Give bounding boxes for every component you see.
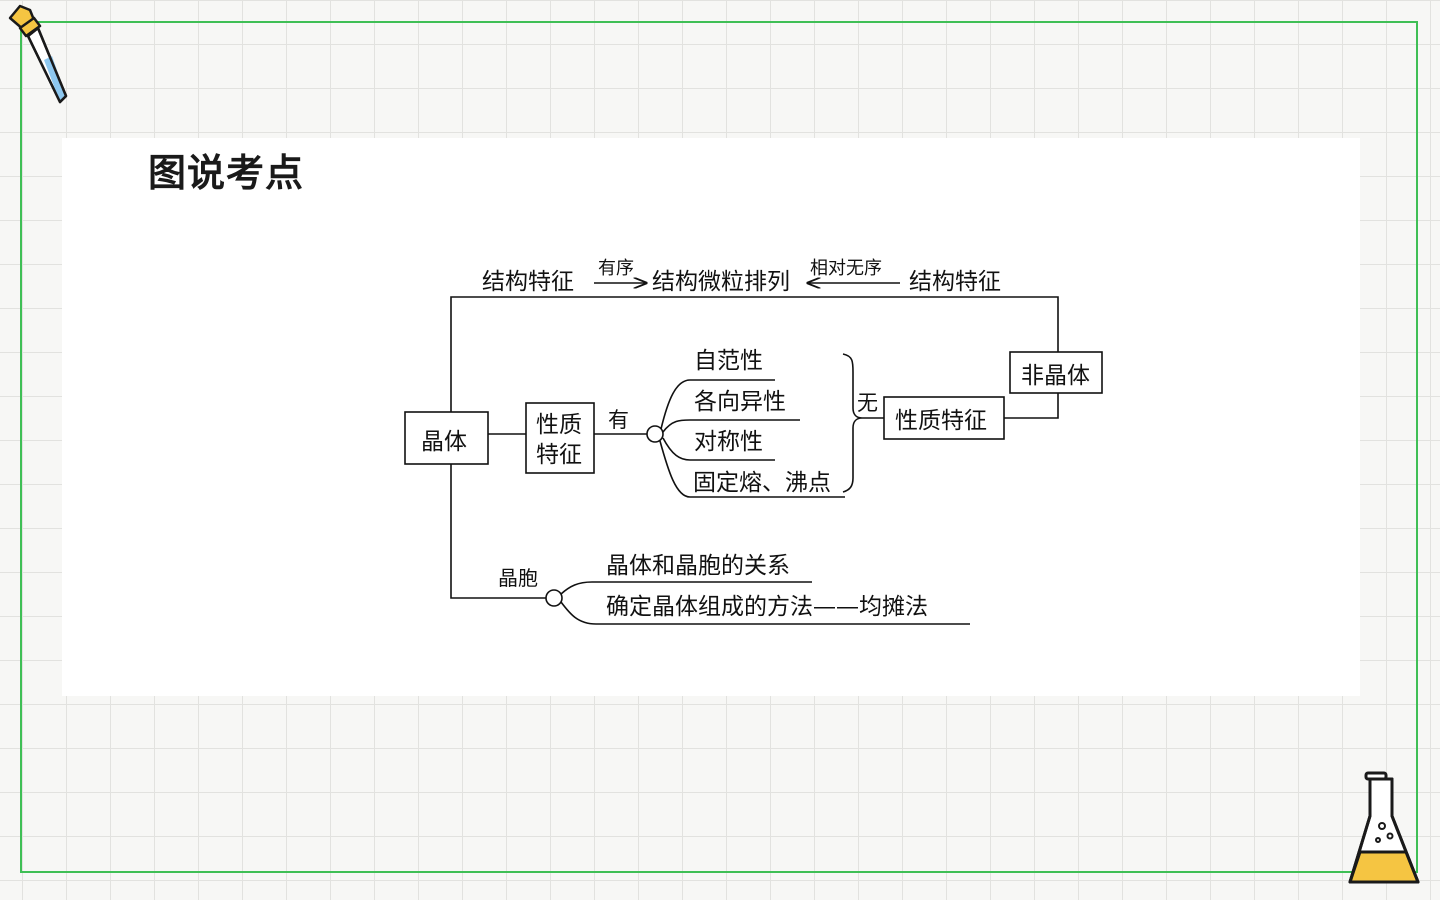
property-item-4: 固定熔、沸点	[693, 470, 831, 496]
relatively-disordered-label: 相对无序	[810, 258, 882, 279]
property-item-1: 自范性	[694, 348, 763, 374]
content-panel	[62, 138, 1360, 696]
property-hub-circle	[646, 425, 664, 443]
ordered-label: 有序	[598, 258, 634, 279]
property-box-line1: 性质	[536, 412, 582, 438]
top-right-structure-label: 结构特征	[909, 269, 1001, 295]
has-label: 有	[608, 408, 629, 432]
crystal-cell-connector	[450, 464, 546, 599]
branch-3	[662, 437, 775, 461]
properties-brace	[842, 353, 863, 493]
amorphous-property-label: 性质特征	[895, 408, 987, 434]
property-box-line2: 特征	[536, 442, 582, 468]
top-left-structure-label: 结构特征	[482, 269, 574, 295]
cell-label: 晶胞	[498, 566, 538, 590]
flask-icon	[1348, 771, 1420, 884]
amorphous-box-label: 非晶体	[1021, 363, 1090, 389]
cell-hub-circle	[545, 589, 563, 607]
branch-2	[662, 419, 800, 433]
cell-item-2: 确定晶体组成的方法——均摊法	[606, 594, 928, 620]
green-frame-border	[20, 21, 1418, 873]
cell-item-1: 晶体和晶胞的关系	[606, 553, 790, 579]
property-item-2: 各向异性	[694, 389, 786, 415]
particle-arrangement-label: 结构微粒排列	[652, 269, 790, 295]
branch-4	[659, 440, 845, 498]
property-box-frame	[525, 402, 595, 474]
property-item-3: 对称性	[694, 429, 763, 455]
cell-branch-1	[560, 581, 812, 595]
crystal-box-label: 晶体	[421, 429, 467, 455]
amorphous-box-frame	[1009, 351, 1103, 394]
page-title: 图说考点	[148, 151, 305, 195]
crystal-box-frame	[404, 411, 489, 465]
branch-1	[660, 379, 775, 430]
dropper-icon	[8, 4, 68, 104]
amorphous-connector	[1004, 393, 1059, 419]
cell-branch-2	[560, 601, 970, 625]
crystal-top-connector	[450, 296, 1059, 412]
none-label: 无	[857, 391, 878, 415]
